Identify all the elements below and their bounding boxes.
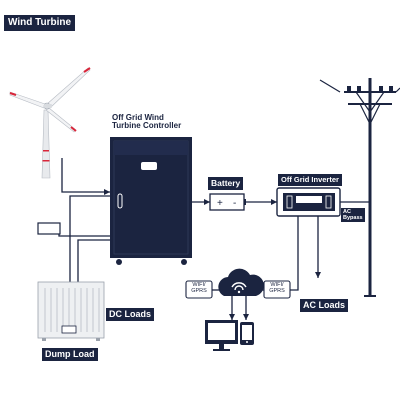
monitor-base [213, 349, 230, 351]
arrow-into-controller [104, 189, 110, 195]
monitor-screen-inner [208, 323, 235, 340]
turbine-blade-right-tip [70, 126, 77, 132]
cabinet-wheel [116, 259, 122, 265]
pole-brace [359, 103, 371, 125]
ac-bypass-label: AC Bypass [341, 208, 365, 223]
turbine-blade-right [45, 107, 77, 133]
cabinet-display-icon [141, 162, 157, 170]
heater-foot [96, 338, 100, 341]
tower-stripe [43, 150, 49, 152]
tower-stripe [42, 160, 50, 162]
controller-cabinet [110, 137, 192, 265]
pole-brace [355, 91, 371, 113]
inverter-screen [296, 196, 322, 203]
battery-minus-sign: - [233, 198, 236, 209]
battery-terminal [244, 199, 246, 205]
arrow-into-inverter [271, 199, 277, 205]
wifi-gprs-box-right [263, 280, 291, 299]
wifi-signal-dot [237, 290, 241, 294]
heater-foot [42, 338, 46, 341]
insulator-icon [379, 86, 383, 92]
cabinet-body [110, 137, 192, 258]
phone-screen [242, 325, 252, 340]
heater-control-icon [61, 325, 77, 334]
pole-wire [319, 79, 341, 93]
controller-label: Off Grid Wind Turbine Controller [112, 113, 202, 131]
pole-wire [395, 87, 400, 93]
wifi-gprs-left-label: WIFI/ GPRS [188, 282, 210, 295]
insulator-icon [389, 86, 393, 92]
page-title: Wind Turbine [4, 15, 76, 31]
meter-box-icon [37, 222, 61, 235]
cabinet-top-panel [114, 141, 188, 155]
wifi-gprs-right-label: WIFI/ GPRS [266, 282, 288, 295]
inverter-device [276, 187, 341, 217]
turbine-blade-upper-tip [83, 67, 91, 73]
dump-load-label: Dump Load [42, 348, 98, 361]
inverter-to-wifi-line [290, 216, 299, 291]
phone-icon [240, 322, 254, 345]
dump-load-heater [37, 281, 105, 341]
turbine-blade-upper [46, 67, 91, 109]
monitor-neck [219, 344, 224, 349]
arrow-into-monitor [229, 314, 235, 320]
battery-symbol: + - [209, 193, 246, 211]
wifi-gprs-right-line1: WIFI/ [270, 282, 284, 288]
arrowheads [104, 189, 321, 320]
arrow-into-battery [204, 199, 210, 205]
controller-label-line2: Turbine Controller [112, 121, 182, 131]
controller-label-line1: Off Grid Wind [112, 113, 164, 122]
wifi-gprs-left-line2: GPRS [191, 287, 207, 294]
wifi-gprs-box-left [185, 280, 213, 299]
pole-brace [369, 103, 381, 125]
ac-bypass-line2: Bypass [343, 215, 363, 222]
controller-to-dc-loads-line [77, 239, 110, 282]
ac-loads-label: AC Loads [300, 299, 349, 312]
inverter-vent [286, 195, 293, 209]
utility-pole [319, 78, 400, 297]
turbine-tower [41, 109, 51, 179]
cabinet-handle-icon [117, 193, 123, 209]
ac-bypass-line1: AC [343, 209, 351, 215]
pole-insulators [347, 86, 393, 92]
turbine-nacelle [44, 104, 52, 108]
battery-body [209, 193, 245, 211]
dc-loads-label: DC Loads [106, 308, 155, 321]
battery-label: Battery [208, 177, 244, 190]
phone-home-button [246, 341, 248, 343]
insulator-icon [357, 86, 361, 92]
pole-brace [369, 91, 385, 113]
inverter-vent [325, 195, 332, 209]
turbine-to-controller-line [61, 158, 110, 193]
arrow-into-phone [243, 314, 249, 320]
wifi-signal-icon [231, 282, 247, 291]
inverter-label: Off Grid Inverter [278, 174, 342, 186]
wind-turbine-illustration [9, 67, 91, 179]
wifi-gprs-left-line1: WIFI/ [192, 282, 206, 288]
cabinet-wheel [181, 259, 187, 265]
controller-to-dump-load-line [69, 195, 110, 282]
wifi-gprs-right-line2: GPRS [269, 287, 285, 294]
insulator-icon [347, 86, 351, 92]
controller-to-meter-line [58, 232, 110, 237]
turbine-blade-left-tip [9, 92, 17, 96]
cloud-wifi-icon [218, 268, 264, 296]
cloud-shape [218, 268, 264, 296]
arrow-into-ac-loads [315, 272, 321, 278]
monitor-icon [205, 320, 238, 351]
battery-plus-sign: + [217, 198, 223, 209]
